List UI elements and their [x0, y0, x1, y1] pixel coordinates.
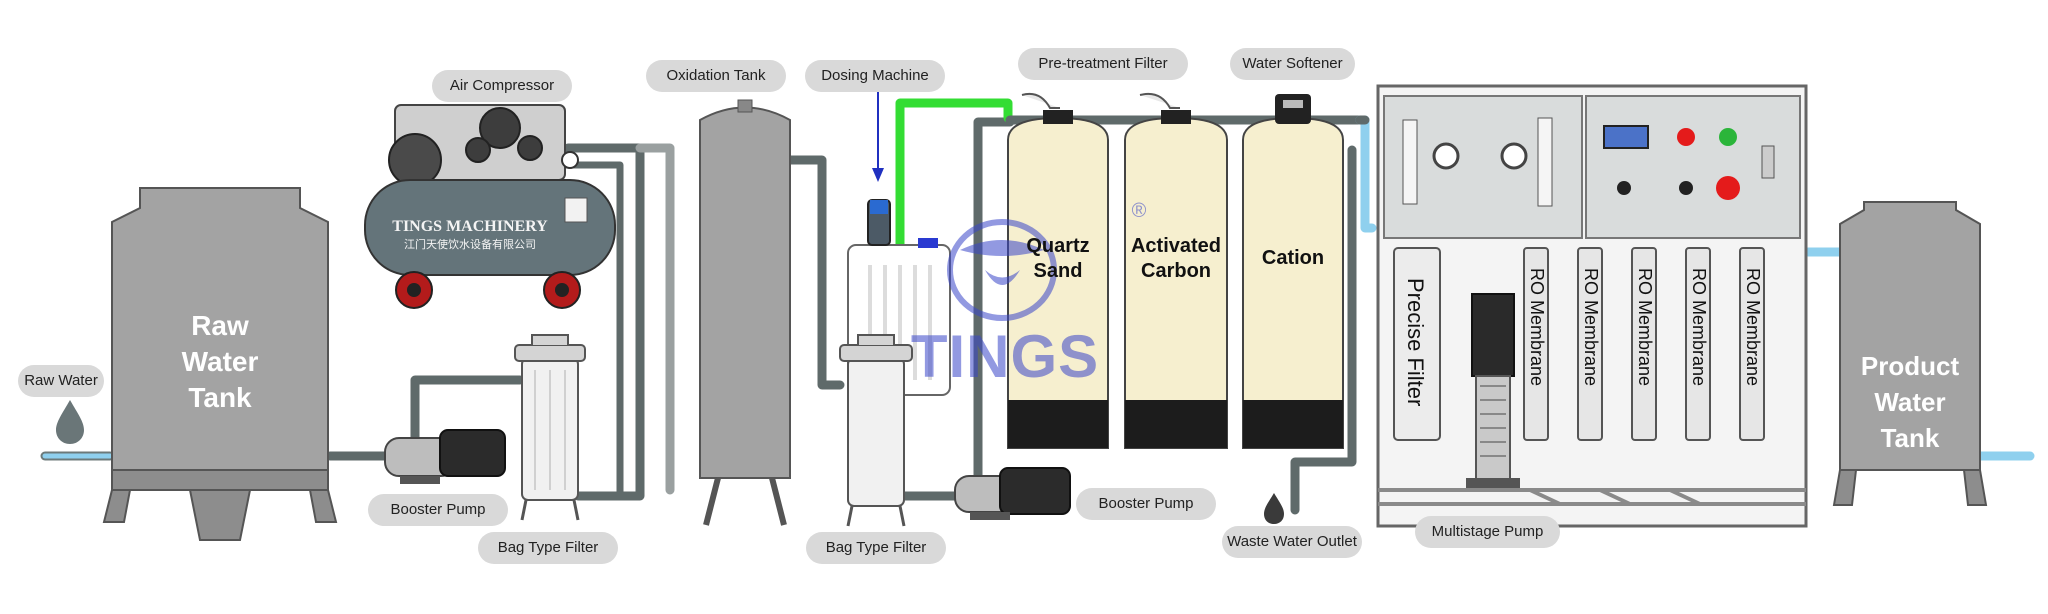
product-tank-line3: Tank — [1880, 423, 1940, 453]
booster-pump-1 — [384, 429, 506, 484]
tings-logo-text: TINGS — [910, 323, 1100, 390]
bag-filter-1-label: Bag Type Filter — [478, 532, 618, 564]
booster-pump-2 — [954, 467, 1071, 520]
raw-tank-line2: Water — [181, 346, 259, 377]
raw-tank-line3: Tank — [188, 382, 252, 413]
precise-filter — [1393, 247, 1441, 441]
booster-pump-2-label: Booster Pump — [1076, 488, 1216, 520]
waste-water-outlet-label: Waste Water Outlet — [1222, 526, 1362, 558]
product-tank-line1: Product — [1860, 351, 1960, 381]
raw-water-tank — [102, 187, 338, 541]
vessel-1-line1: Activated — [1130, 235, 1222, 257]
compressor-brand-text: TINGS MACHINERY — [392, 218, 548, 235]
multistage-pump — [1466, 293, 1520, 488]
activated-carbon-label: Activated Carbon — [1125, 234, 1227, 284]
pretreatment-filter-label: Pre-treatment Filter — [1018, 48, 1188, 80]
dosing-arrow-icon — [872, 90, 884, 182]
precise-filter-text: Precise Filter — [1403, 278, 1428, 407]
raw-water-label: Raw Water — [18, 365, 104, 397]
vessel-0-line1: Quartz — [1026, 235, 1090, 257]
ro-membrane-3-text: RO Membrane — [1635, 268, 1655, 387]
product-water-tank-label: Product Water Tank — [1840, 348, 1980, 456]
ro-membrane-5-text: RO Membrane — [1743, 268, 1763, 387]
oxidation-tank-label: Oxidation Tank — [646, 60, 786, 92]
raw-water-drop-icon — [56, 400, 84, 444]
water-softener-label: Water Softener — [1230, 48, 1355, 80]
tings-logo-mark-icon — [947, 219, 1057, 321]
quartz-sand-label: Quartz Sand — [1008, 234, 1108, 284]
raw-tank-line1: Raw — [191, 310, 249, 341]
waste-water-drop-icon — [1264, 493, 1284, 524]
vessel-2-line1: Cation — [1261, 247, 1325, 269]
compressor-air-line — [556, 161, 624, 500]
waste-water-pipe — [1290, 145, 1357, 515]
dosing-machine-label: Dosing Machine — [805, 60, 945, 92]
compressor-subtitle-text: 江门天使饮水设备有限公司 — [404, 239, 536, 251]
pump2-to-filters-pipe — [973, 117, 1015, 481]
activated-carbon-vessel — [1124, 92, 1228, 449]
multistage-pump-label: Multistage Pump — [1415, 516, 1560, 548]
ro-membrane-2-text: RO Membrane — [1581, 268, 1601, 387]
bag-filter-1 — [514, 334, 586, 521]
booster-pump-1-label: Booster Pump — [368, 494, 508, 526]
air-compressor — [364, 104, 616, 309]
vessel-1-line2: Carbon — [1141, 260, 1211, 282]
cation-vessel — [1242, 94, 1344, 449]
bag-filter-2 — [839, 334, 913, 527]
oxidation-to-bagfilter2-pipe — [785, 155, 845, 390]
air-compressor-label: Air Compressor — [432, 70, 572, 102]
dosing-line — [895, 98, 1013, 250]
ro-membrane-4-text: RO Membrane — [1689, 268, 1709, 387]
raw-water-tank-label: Raw Water Tank — [112, 308, 328, 416]
ro-system — [1376, 84, 1808, 528]
bagfilter1-to-oxidation-pipe — [563, 143, 645, 501]
product-tank-line2: Water — [1874, 387, 1946, 417]
quartz-sand-vessel — [1007, 92, 1109, 449]
registered-mark: ® — [1131, 200, 1147, 222]
ro-membrane-1-text: RO Membrane — [1527, 268, 1547, 387]
product-water-tank — [1832, 201, 1988, 506]
oxidation-tank — [699, 99, 791, 526]
cation-label: Cation — [1243, 246, 1343, 271]
pump1-to-bagfilter1-pipe — [410, 375, 525, 443]
bag-filter-2-label: Bag Type Filter — [806, 532, 946, 564]
vessel-0-line2: Sand — [1033, 260, 1083, 282]
ro-membrane-housings — [1523, 247, 1765, 441]
